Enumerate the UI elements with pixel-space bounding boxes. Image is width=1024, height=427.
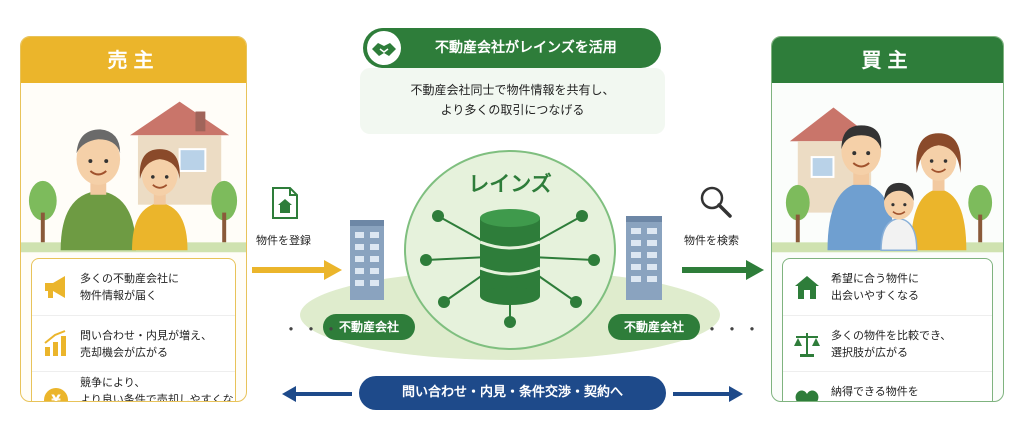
agent-label-left: 不動産会社 bbox=[323, 314, 415, 340]
seller-benefit-item: ¥ 競争により、 より良い条件で売却しやすくなる bbox=[32, 371, 235, 403]
seller-benefit-list: 多くの不動産会社に 物件情報が届く 問い合わせ・内見が増え、 売却機会が広がる … bbox=[31, 258, 236, 403]
buyer-benefit-text: 多くの物件を比較でき、 選択肢が広がる bbox=[831, 328, 952, 359]
right-office-building-icon bbox=[626, 216, 662, 300]
handshake-icon bbox=[367, 31, 401, 65]
seller-benefit-text: 多くの不動産会社に 物件情報が届く bbox=[80, 272, 179, 302]
seller-panel: 売主 多くの不動産会社に 物件情報 bbox=[20, 36, 247, 402]
house-icon bbox=[787, 267, 827, 307]
seller-benefit-item: 問い合わせ・内見が増え、 売却機会が広がる bbox=[32, 315, 235, 371]
database-network-icon bbox=[420, 209, 600, 328]
top-subtext: 不動産会社同士で物件情報を共有し、 より多くの取引につなげる bbox=[410, 83, 615, 117]
dots-right: ・・・ bbox=[704, 320, 765, 339]
top-banner: 不動産会社がレインズを活用 bbox=[363, 28, 661, 68]
seller-benefit-item: 多くの不動産会社に 物件情報が届く bbox=[32, 259, 235, 315]
seller-benefit-text: 競争により、 より良い条件で売却しやすくなる bbox=[80, 376, 234, 402]
buyer-title: 買主 bbox=[772, 37, 1003, 83]
heart-icon bbox=[787, 380, 827, 401]
bar-chart-up-icon bbox=[36, 324, 76, 364]
register-label: 物件を登録 bbox=[256, 234, 311, 247]
yen-coin-icon: ¥ bbox=[36, 380, 76, 403]
document-house-icon bbox=[272, 187, 298, 219]
buyer-benefit-list: 希望に合う物件に 出会いやすくなる 多くの物件を比較でき、 選択肢が広がる 納得… bbox=[782, 258, 993, 401]
buyer-benefit-item: 納得できる物件を 見つけやすくなる bbox=[783, 371, 992, 401]
search-label: 物件を検索 bbox=[684, 234, 739, 247]
bottom-arrow-left bbox=[282, 386, 352, 402]
buyer-panel: 買主 bbox=[771, 36, 1004, 402]
agent-label-right: 不動産会社 bbox=[608, 314, 700, 340]
bottom-flow-pill: 問い合わせ・内見・条件交渉・契約へ bbox=[359, 376, 666, 410]
seller-benefit-text: 問い合わせ・内見が増え、 売却機会が広がる bbox=[80, 328, 212, 359]
left-office-building-icon bbox=[350, 220, 384, 300]
bottom-arrow-right bbox=[673, 386, 743, 402]
magnifier-icon bbox=[700, 186, 732, 218]
register-arrow bbox=[252, 260, 342, 280]
seller-couple-illustration bbox=[21, 101, 246, 253]
buyer-family-illustration bbox=[772, 107, 1003, 253]
search-arrow bbox=[682, 260, 764, 280]
svg-text:¥: ¥ bbox=[51, 393, 61, 403]
buyer-benefit-text: 希望に合う物件に 出会いやすくなる bbox=[831, 272, 919, 302]
seller-title: 売主 bbox=[21, 37, 246, 83]
top-subtext-box bbox=[360, 68, 665, 134]
buyer-benefit-text: 納得できる物件を 見つけやすくなる bbox=[831, 384, 919, 398]
buyer-benefit-item: 希望に合う物件に 出会いやすくなる bbox=[783, 259, 992, 315]
buyer-benefit-item: 多くの物件を比較でき、 選択肢が広がる bbox=[783, 315, 992, 371]
balance-scale-icon bbox=[787, 324, 827, 364]
reins-title: レインズ bbox=[468, 172, 552, 196]
megaphone-icon bbox=[36, 267, 76, 307]
dots-left: ・・・ bbox=[283, 320, 344, 339]
